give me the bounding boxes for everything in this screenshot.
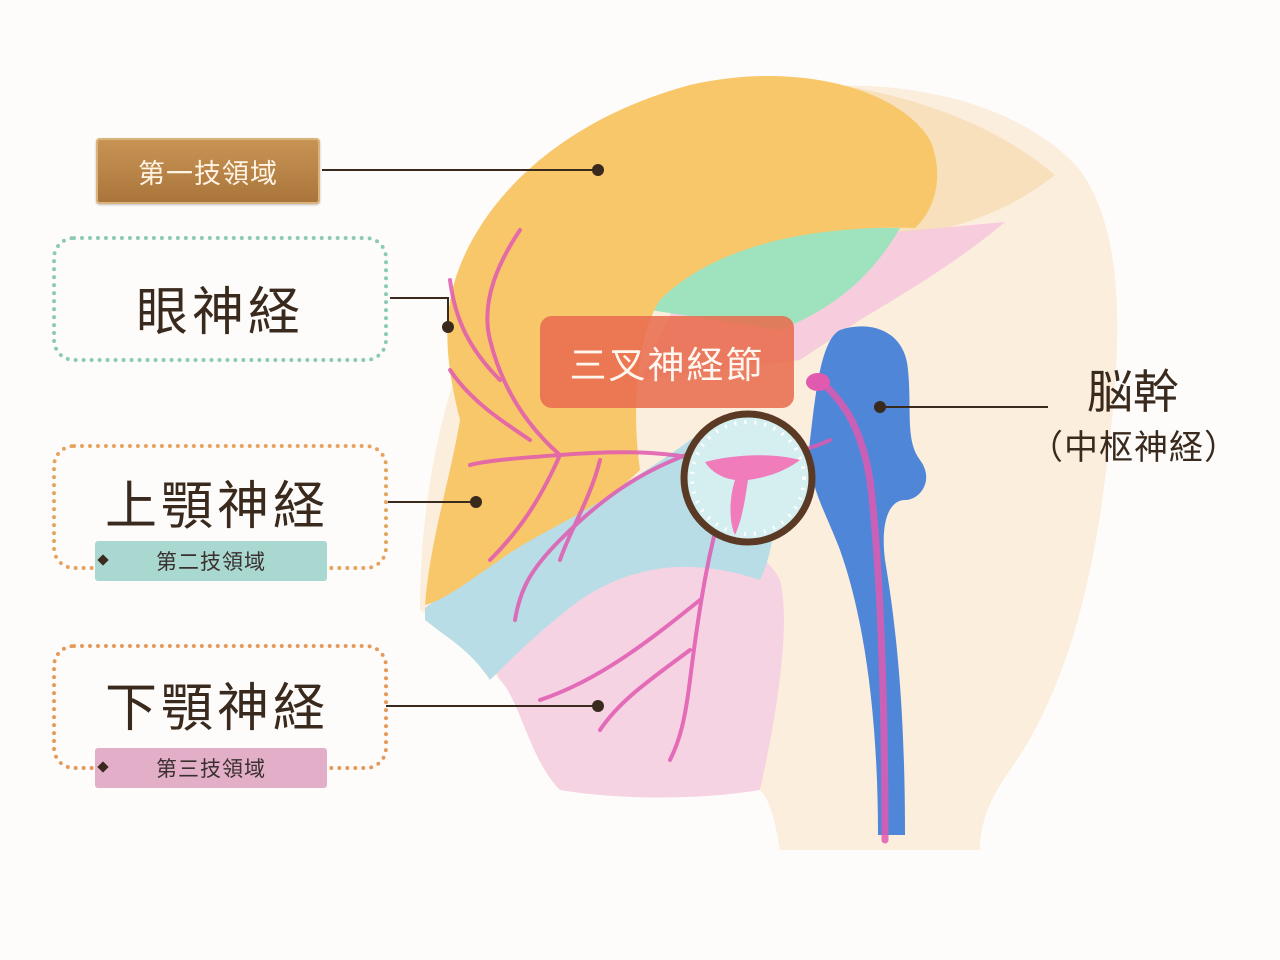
ophthalmic-nerve-title: 眼神経 — [135, 283, 304, 343]
leader-dots — [442, 164, 886, 712]
ophthalmic-nerve-box: 眼神経 — [52, 236, 388, 362]
brainstem-shape — [809, 326, 927, 835]
brainstem-sub-label: （中枢神経） — [1029, 428, 1239, 468]
diamond-icon — [97, 761, 109, 773]
leader-lines — [322, 169, 1048, 707]
third-branch-area-label: 第三技領域 — [156, 757, 266, 781]
green-region — [650, 227, 900, 330]
brainstem-label: 脳幹 — [1087, 365, 1179, 419]
third-branch-area-tag: 第三技領域 — [95, 748, 327, 788]
diamond-icon — [97, 554, 109, 566]
maxillary-nerve-title: 上顎神経 — [104, 477, 329, 537]
trigeminal-ganglion-label: 三叉神経節 — [540, 316, 794, 408]
second-branch-area-label: 第二技領域 — [156, 550, 266, 574]
first-branch-area-label: 第一技領域 — [96, 138, 320, 204]
ganglion-core — [705, 455, 800, 535]
nerve-root — [806, 373, 830, 391]
mandibular-nerve-title: 下顎神経 — [104, 679, 329, 739]
second-branch-area-tag: 第二技領域 — [95, 541, 327, 581]
maxillary-nerve-box: 上顎神経 — [52, 444, 388, 570]
